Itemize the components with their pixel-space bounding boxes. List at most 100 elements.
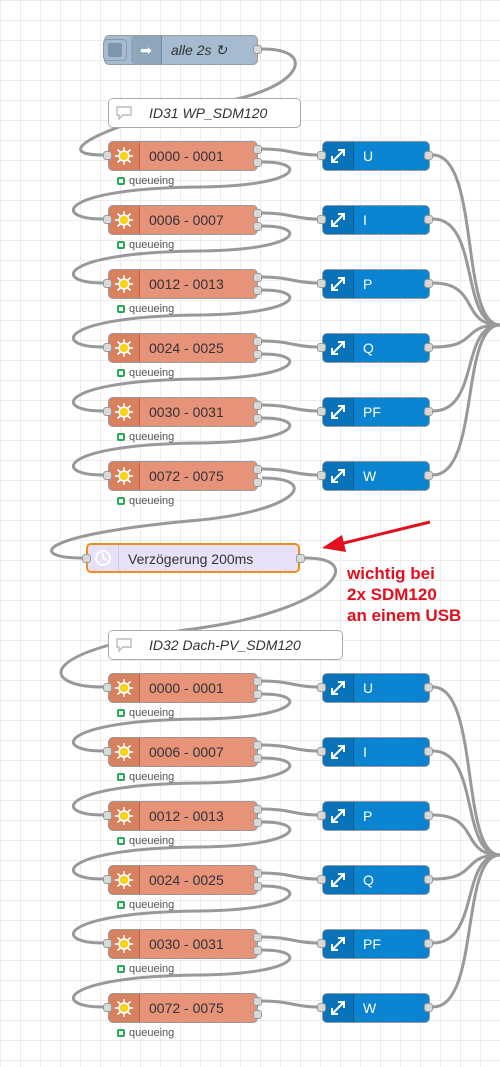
modbus-output-port-1[interactable] <box>253 933 262 942</box>
modbus-input-port[interactable] <box>103 1003 112 1012</box>
modbus-output-port-1[interactable] <box>253 273 262 282</box>
debug-output-port[interactable] <box>424 471 433 480</box>
debug-label: P <box>363 276 373 292</box>
modbus-input-port[interactable] <box>103 875 112 884</box>
modbus-getter-node[interactable]: 0072 - 0075 <box>108 461 258 491</box>
modbus-output-port-1[interactable] <box>253 997 262 1006</box>
debug-input-port[interactable] <box>317 875 326 884</box>
modbus-output-port-2[interactable] <box>253 478 262 487</box>
delay-node[interactable]: Verzögerung 200ms <box>86 543 300 573</box>
debug-output-port[interactable] <box>424 279 433 288</box>
modbus-input-port[interactable] <box>103 151 112 160</box>
modbus-output-port-2[interactable] <box>253 690 262 699</box>
inject-output-port[interactable] <box>253 45 262 54</box>
debug-node[interactable]: W <box>322 461 430 491</box>
modbus-input-port[interactable] <box>103 811 112 820</box>
delay-input-port[interactable] <box>82 554 91 563</box>
modbus-output-port-1[interactable] <box>253 465 262 474</box>
debug-output-port[interactable] <box>424 215 433 224</box>
debug-input-port[interactable] <box>317 471 326 480</box>
debug-output-port[interactable] <box>424 407 433 416</box>
debug-output-port[interactable] <box>424 1003 433 1012</box>
modbus-input-port[interactable] <box>103 407 112 416</box>
debug-output-port[interactable] <box>424 343 433 352</box>
modbus-getter-node[interactable]: 0024 - 0025 <box>108 333 258 363</box>
modbus-input-port[interactable] <box>103 747 112 756</box>
debug-node[interactable]: PF <box>322 929 430 959</box>
modbus-output-port-2[interactable] <box>253 1010 262 1019</box>
debug-input-port[interactable] <box>317 939 326 948</box>
debug-node[interactable]: I <box>322 737 430 767</box>
modbus-getter-node[interactable]: 0000 - 0001 <box>108 673 258 703</box>
debug-node[interactable]: P <box>322 801 430 831</box>
modbus-output-port-2[interactable] <box>253 946 262 955</box>
modbus-getter-node[interactable]: 0006 - 0007 <box>108 205 258 235</box>
debug-node[interactable]: P <box>322 269 430 299</box>
debug-node[interactable]: Q <box>322 865 430 895</box>
debug-node[interactable]: W <box>322 993 430 1023</box>
modbus-output-port-1[interactable] <box>253 677 262 686</box>
status-indicator: queueing <box>117 303 174 315</box>
modbus-getter-node[interactable]: 0006 - 0007 <box>108 737 258 767</box>
debug-label: I <box>363 212 367 228</box>
modbus-output-port-1[interactable] <box>253 145 262 154</box>
debug-output-port[interactable] <box>424 939 433 948</box>
comment-node[interactable]: ID31 WP_SDM120 <box>108 98 301 128</box>
modbus-input-port[interactable] <box>103 215 112 224</box>
modbus-output-port-2[interactable] <box>253 882 262 891</box>
inject-trigger-button[interactable] <box>103 39 127 61</box>
expand-arrows-icon <box>323 334 354 362</box>
debug-output-port[interactable] <box>424 683 433 692</box>
debug-input-port[interactable] <box>317 343 326 352</box>
modbus-output-port-1[interactable] <box>253 805 262 814</box>
modbus-output-port-1[interactable] <box>253 337 262 346</box>
debug-input-port[interactable] <box>317 279 326 288</box>
debug-input-port[interactable] <box>317 683 326 692</box>
modbus-input-port[interactable] <box>103 683 112 692</box>
modbus-output-port-2[interactable] <box>253 754 262 763</box>
modbus-input-port[interactable] <box>103 939 112 948</box>
modbus-output-port-2[interactable] <box>253 818 262 827</box>
modbus-input-port[interactable] <box>103 279 112 288</box>
debug-node[interactable]: U <box>322 141 430 171</box>
modbus-output-port-1[interactable] <box>253 741 262 750</box>
debug-output-port[interactable] <box>424 151 433 160</box>
debug-node[interactable]: Q <box>322 333 430 363</box>
status-indicator: queueing <box>117 431 174 443</box>
debug-node[interactable]: U <box>322 673 430 703</box>
modbus-input-port[interactable] <box>103 471 112 480</box>
modbus-getter-node[interactable]: 0000 - 0001 <box>108 141 258 171</box>
debug-output-port[interactable] <box>424 811 433 820</box>
modbus-output-port-2[interactable] <box>253 158 262 167</box>
modbus-getter-node[interactable]: 0012 - 0013 <box>108 269 258 299</box>
debug-node[interactable]: PF <box>322 397 430 427</box>
modbus-output-port-1[interactable] <box>253 401 262 410</box>
modbus-getter-node[interactable]: 0072 - 0075 <box>108 993 258 1023</box>
debug-input-port[interactable] <box>317 215 326 224</box>
modbus-getter-node[interactable]: 0030 - 0031 <box>108 929 258 959</box>
debug-input-port[interactable] <box>317 811 326 820</box>
modbus-getter-node[interactable]: 0012 - 0013 <box>108 801 258 831</box>
delay-output-port[interactable] <box>296 554 305 563</box>
debug-node[interactable]: I <box>322 205 430 235</box>
debug-label: I <box>363 744 367 760</box>
modbus-getter-node[interactable]: 0024 - 0025 <box>108 865 258 895</box>
debug-input-port[interactable] <box>317 151 326 160</box>
modbus-output-port-2[interactable] <box>253 286 262 295</box>
debug-output-port[interactable] <box>424 747 433 756</box>
modbus-getter-node[interactable]: 0030 - 0031 <box>108 397 258 427</box>
modbus-output-port-2[interactable] <box>253 222 262 231</box>
wire-to-bundle <box>432 853 500 1009</box>
modbus-output-port-1[interactable] <box>253 869 262 878</box>
modbus-output-port-1[interactable] <box>253 209 262 218</box>
debug-input-port[interactable] <box>317 407 326 416</box>
comment-node[interactable]: ID32 Dach-PV_SDM120 <box>108 630 343 660</box>
inject-node[interactable]: ➡ alle 2s ↻ <box>103 35 258 65</box>
modbus-output-port-2[interactable] <box>253 350 262 359</box>
status-text: queueing <box>129 899 175 911</box>
debug-output-port[interactable] <box>424 875 433 884</box>
debug-input-port[interactable] <box>317 1003 326 1012</box>
debug-input-port[interactable] <box>317 747 326 756</box>
modbus-input-port[interactable] <box>103 343 112 352</box>
modbus-output-port-2[interactable] <box>253 414 262 423</box>
